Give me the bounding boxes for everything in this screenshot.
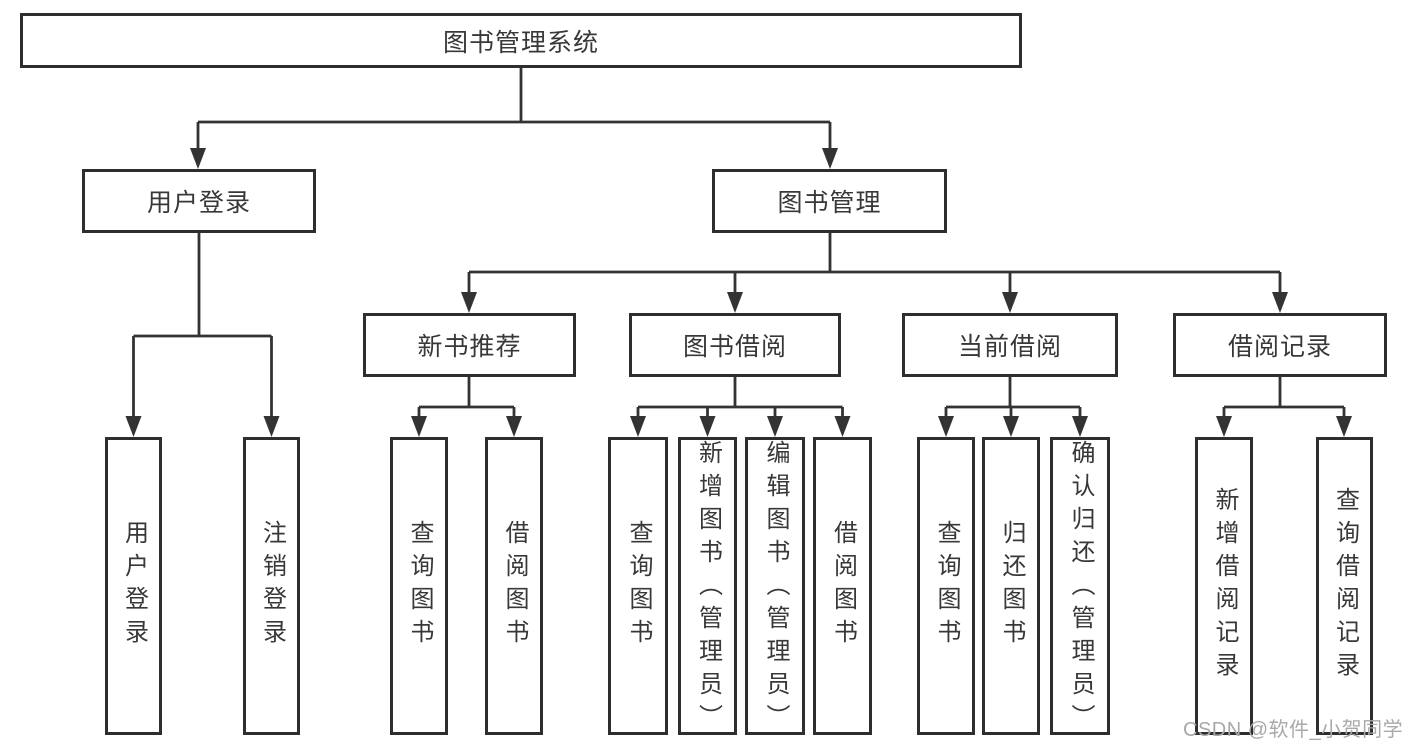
leaf-query-books-borrow: 查询图书: [608, 437, 668, 735]
leaf-query-borrow-record-label: 查询借阅记录: [1331, 487, 1359, 685]
leaf-add-borrow-record: 新增借阅记录: [1195, 437, 1253, 735]
node-book-borrowing-label: 图书借阅: [682, 333, 787, 361]
leaf-user-login-label: 用户登录: [120, 520, 148, 652]
leaf-edit-book-admin-label: 编辑图书（管理员）: [762, 440, 789, 737]
leaf-borrow-books-recommend: 借阅图书: [485, 437, 543, 735]
leaf-borrow-books: 借阅图书: [813, 437, 872, 735]
leaf-add-book-admin: 新增图书（管理员）: [678, 437, 737, 737]
connector-currentborrow-to-leaves: [944, 377, 1082, 418]
arrowheads-level3: [461, 292, 1288, 313]
node-new-book-recommend: 新书推荐: [363, 313, 576, 377]
connector-userlogin-to-leaves: [132, 233, 273, 418]
connector-bookmgmt-to-level3: [467, 233, 1282, 294]
leaf-query-books-recommend-label: 查询图书: [406, 520, 433, 652]
arrowheads-level2: [190, 148, 838, 169]
leaf-add-borrow-record-label: 新增借阅记录: [1211, 487, 1238, 685]
leaf-borrow-books-recommend-label: 借阅图书: [501, 520, 528, 652]
leaf-user-login: 用户登录: [105, 437, 162, 735]
leaf-query-books-current-label: 查询图书: [933, 520, 960, 652]
csdn-watermark: CSDN @软件_小贺同学: [1183, 719, 1404, 741]
node-book-management-label: 图书管理: [777, 189, 882, 217]
node-current-borrowing: 当前借阅: [902, 313, 1118, 377]
node-current-borrowing-label: 当前借阅: [957, 333, 1062, 361]
leaf-return-books-label: 归还图书: [998, 520, 1025, 652]
node-root-label: 图书管理系统: [442, 28, 599, 57]
node-book-management: 图书管理: [712, 169, 947, 233]
arrowheads-leaves: [125, 416, 1352, 437]
leaf-query-books-borrow-label: 查询图书: [625, 520, 652, 652]
leaf-return-books: 归还图书: [982, 437, 1040, 735]
leaf-add-book-admin-label: 新增图书（管理员）: [694, 440, 722, 737]
node-book-borrowing: 图书借阅: [629, 313, 841, 377]
connector-bookborrow-to-leaves: [636, 377, 844, 418]
connector-records-to-leaves: [1222, 377, 1346, 418]
leaf-confirm-return-admin: 确认归还（管理员）: [1050, 437, 1110, 737]
connector-root-to-level2: [196, 68, 832, 150]
node-user-login-label: 用户登录: [146, 189, 251, 217]
leaf-query-books-current: 查询图书: [917, 437, 975, 735]
leaf-logout: 注销登录: [243, 437, 300, 735]
node-new-book-recommend-label: 新书推荐: [417, 333, 522, 361]
leaf-query-books-recommend: 查询图书: [390, 437, 448, 735]
connector-newbook-to-leaves: [417, 377, 516, 418]
node-borrowing-records-label: 借阅记录: [1227, 333, 1332, 361]
leaf-logout-label: 注销登录: [258, 520, 286, 652]
leaf-query-borrow-record: 查询借阅记录: [1316, 437, 1373, 735]
node-user-login: 用户登录: [82, 169, 316, 233]
node-root: 图书管理系统: [20, 13, 1022, 68]
leaf-confirm-return-admin-label: 确认归还（管理员）: [1067, 440, 1094, 737]
node-borrowing-records: 借阅记录: [1173, 313, 1387, 377]
leaf-borrow-books-label: 借阅图书: [829, 520, 857, 652]
leaf-edit-book-admin: 编辑图书（管理员）: [745, 437, 805, 737]
